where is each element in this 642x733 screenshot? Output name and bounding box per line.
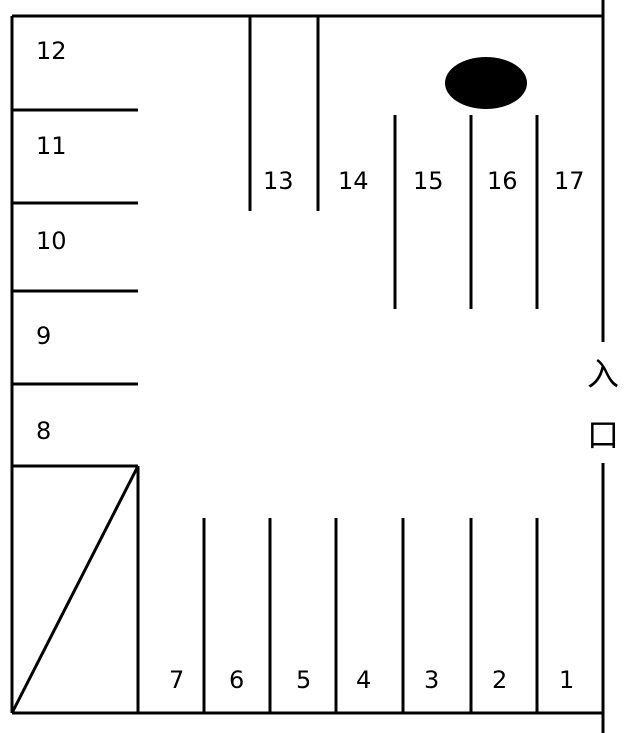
marker-ellipse	[445, 57, 527, 109]
space-label-2: 2	[492, 666, 507, 694]
space-label-10: 10	[36, 227, 67, 255]
space-label-11: 11	[36, 132, 67, 160]
space-label-1: 1	[559, 666, 574, 694]
space-label-4: 4	[356, 666, 371, 694]
corner-zone-diagonal	[10, 465, 140, 714]
space-label-7: 7	[169, 666, 184, 694]
space-label-3: 3	[424, 666, 439, 694]
space-label-15: 15	[413, 167, 444, 195]
entrance-label-char2: 口	[587, 416, 619, 454]
space-label-12: 12	[36, 37, 67, 65]
space-label-17: 17	[554, 167, 585, 195]
space-label-5: 5	[296, 666, 311, 694]
space-label-6: 6	[229, 666, 244, 694]
space-label-9: 9	[36, 322, 51, 350]
space-label-16: 16	[487, 167, 518, 195]
entrance-label-char1: 入	[587, 355, 619, 393]
space-label-8: 8	[36, 417, 51, 445]
space-label-14: 14	[338, 167, 369, 195]
space-label-13: 13	[263, 167, 294, 195]
